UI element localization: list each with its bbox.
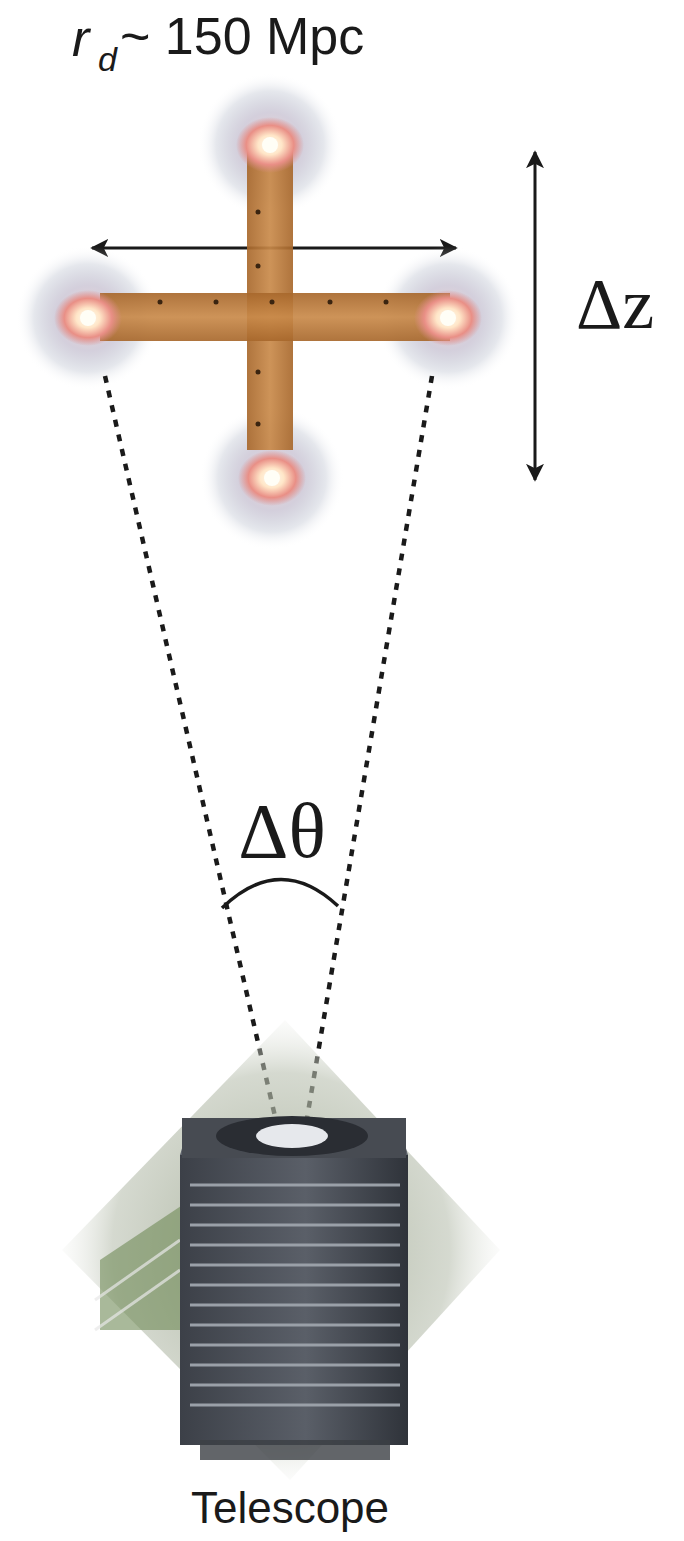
caption-label: Telescope (191, 1486, 389, 1530)
dimension-symbol: r (72, 12, 89, 64)
redshift-label: Δz (572, 268, 658, 340)
galaxy-core (54, 117, 482, 506)
galaxy (16, 73, 520, 550)
ruler-cross (100, 150, 450, 450)
telescope (62, 1020, 500, 1480)
angle-arc (222, 879, 338, 908)
dimension-arrow (534, 152, 537, 480)
dimension-value: ~ 150 Mpc (120, 10, 364, 62)
angle-label: Δθ (234, 792, 330, 870)
dimension-subscript: d (98, 42, 117, 76)
